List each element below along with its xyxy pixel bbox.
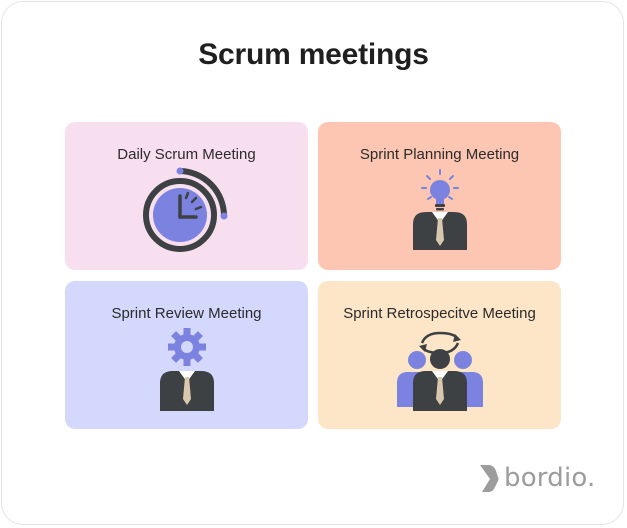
sprint-review-label: Sprint Review Meeting [111,305,262,322]
daily-scrum-label: Daily Scrum Meeting [117,146,256,163]
daily-scrum-card: Daily Scrum Meeting [65,122,308,270]
page-title: Scrum meetings [198,38,429,71]
brand-name: bordio. [504,463,596,493]
sprint-retrospective-label: Sprint Retrospecitve Meeting [343,305,536,322]
sprint-retrospective-card: Sprint Retrospecitve Meeting [318,281,561,429]
lightbulb-person-icon [413,169,467,250]
bordio-logo: bordio. [478,462,596,494]
sprint-planning-card: Sprint Planning Meeting [318,122,561,270]
gear-person-icon [160,328,214,411]
stopwatch-icon [143,167,228,252]
team-refresh-icon [397,331,483,411]
sprint-review-card: Sprint Review Meeting [65,281,308,429]
sprint-planning-label: Sprint Planning Meeting [359,146,520,163]
bordio-logo-icon [480,465,499,492]
